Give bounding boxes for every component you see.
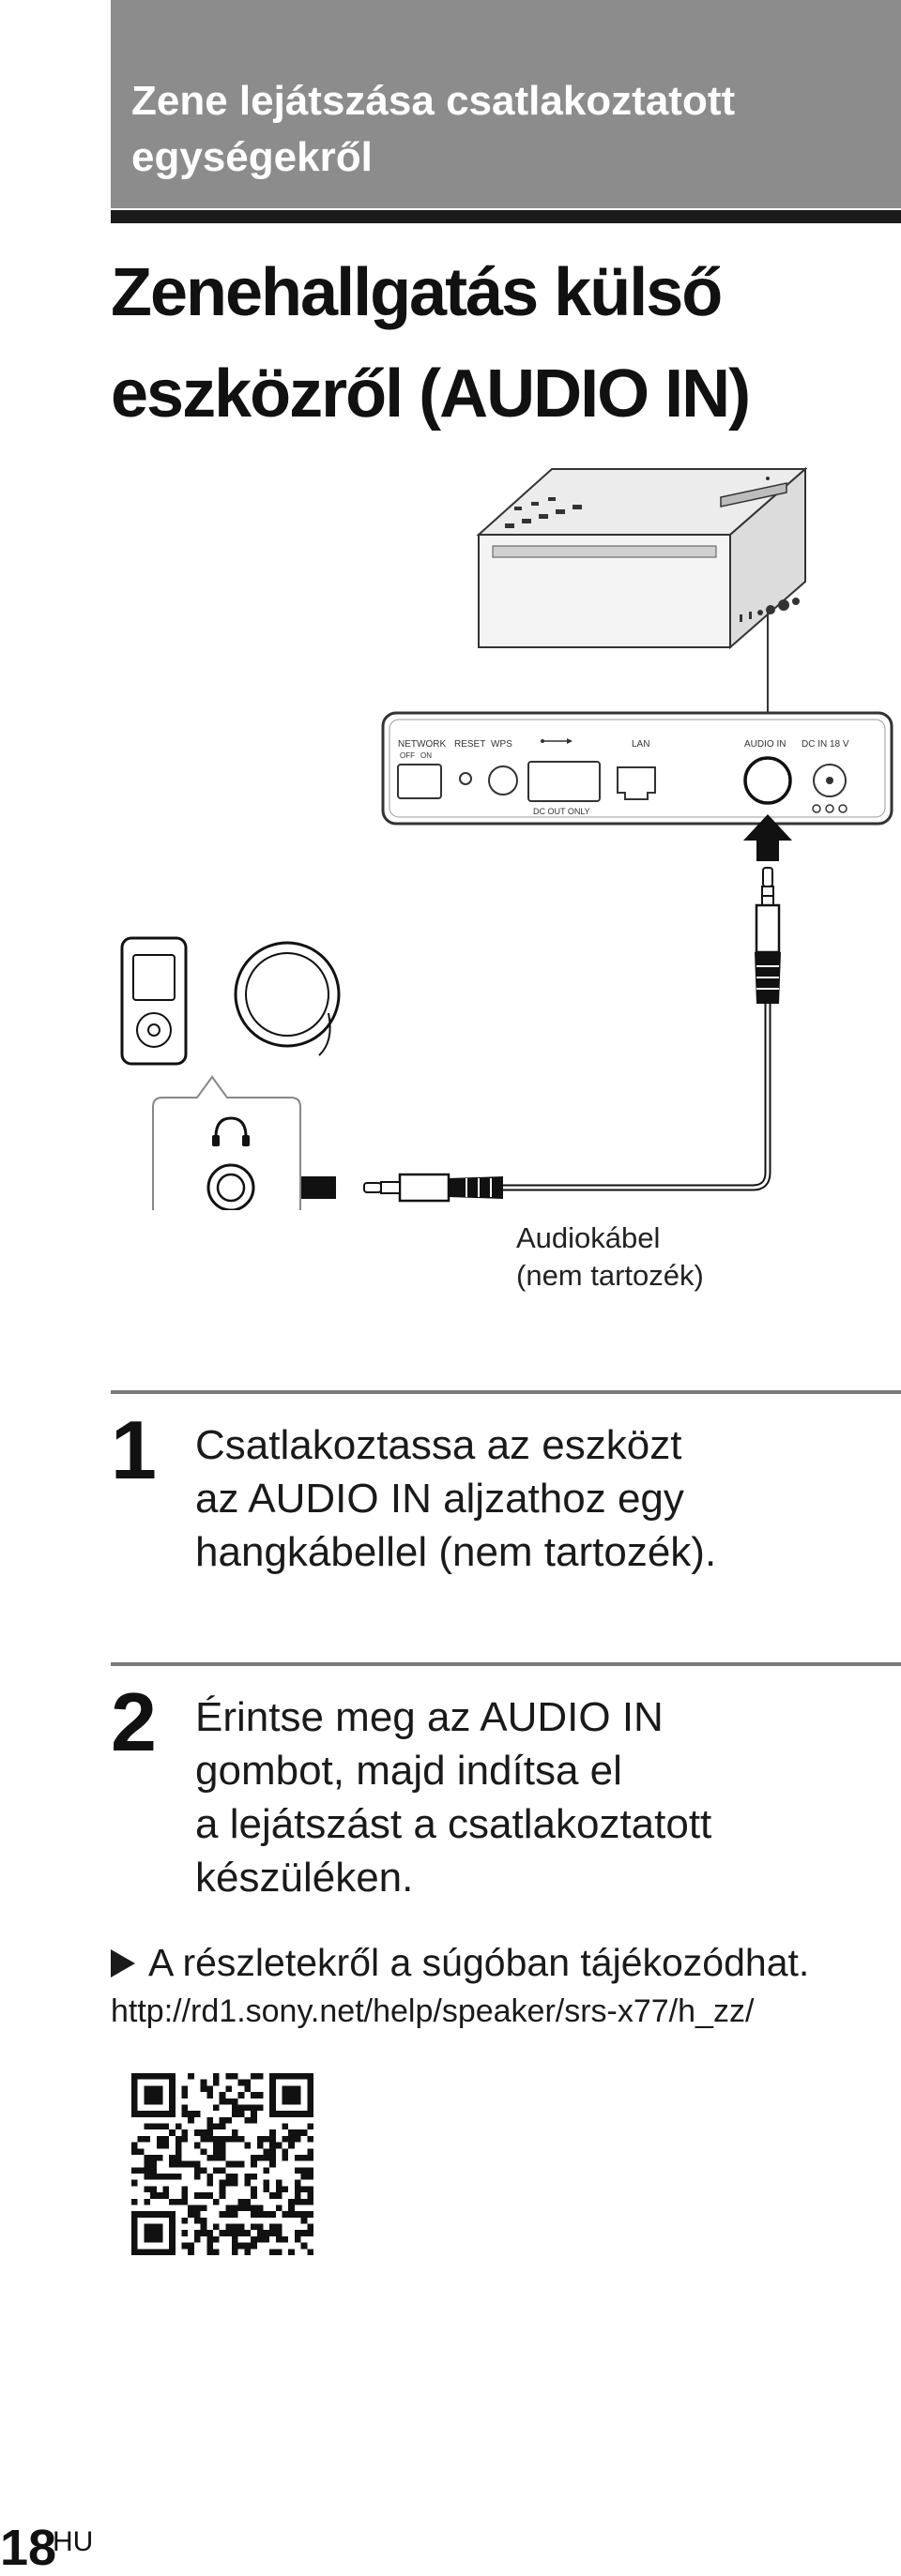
step-2-divider: [111, 1662, 901, 1666]
reset-button: [459, 772, 472, 785]
step-2-text: Érintse meg az AUDIO IN gombot, majd ind…: [195, 1690, 890, 1904]
step-1-line-3: hangkábellel (nem tartozék).: [195, 1529, 717, 1575]
wps-button: [488, 765, 518, 796]
label-dc-in: DC IN 18 V: [802, 739, 849, 750]
label-network: NETWORK: [398, 739, 446, 750]
caption-line-2: (nem tartozék): [516, 1259, 704, 1292]
triangle-right-icon: [111, 1949, 135, 1977]
headphone-jack-callout: [152, 1075, 301, 1210]
label-on: ON: [420, 751, 432, 760]
step-2-line-3: a lejátszást a csatlakoztatott: [195, 1801, 712, 1847]
audio-cable: [503, 1004, 771, 1191]
help-reference-text: A részletekről a súgóban tájékozódhat.: [148, 1941, 810, 1984]
help-reference: A részletekről a súgóban tájékozódhat.: [111, 1938, 809, 1987]
step-1-number: 1: [111, 1403, 157, 1496]
step-2-line-2: gombot, majd indítsa el: [195, 1748, 622, 1794]
label-dc-out-only: DC OUT ONLY: [533, 807, 590, 816]
step-1-line-2: az AUDIO IN aljzathoz egy: [195, 1476, 684, 1522]
page-language: HU: [53, 2526, 94, 2557]
cd-player-icon: [234, 941, 341, 1056]
label-audio-in: AUDIO IN: [744, 739, 786, 750]
section-title-line-2: egységekről: [131, 134, 373, 180]
usb-icon: [541, 738, 573, 744]
qr-code: [131, 2073, 313, 2255]
step-2-number: 2: [111, 1675, 157, 1768]
section-banner: Zene lejátszása csatlakoztatott egységek…: [111, 0, 901, 208]
caption-line-1: Audiokábel: [516, 1221, 661, 1254]
label-reset: RESET: [454, 739, 485, 750]
step-1-line-1: Csatlakoztassa az eszközt: [195, 1422, 682, 1468]
section-title-line-1: Zene lejátszása csatlakoztatott: [131, 78, 736, 124]
insert-arrow-up-icon: [743, 814, 792, 861]
banner-divider: [111, 210, 901, 223]
audio-in-jack: [743, 756, 792, 805]
step-2-line-1: Érintse meg az AUDIO IN: [195, 1694, 664, 1740]
page-title-line-1: Zenehallgatás külső: [111, 255, 723, 330]
help-url[interactable]: http://rd1.sony.net/help/speaker/srs-x77…: [111, 1993, 755, 2029]
step-1-text: Csatlakoztassa az eszközt az AUDIO IN al…: [195, 1418, 890, 1579]
polarity-icon: [812, 804, 848, 813]
lan-port: [617, 766, 656, 800]
page-number: 18: [0, 2520, 57, 2576]
label-lan: LAN: [632, 739, 649, 750]
audio-plug-vertical: [755, 867, 781, 1004]
speaker-icon: [476, 466, 808, 650]
portable-player-icon: [120, 936, 188, 1066]
headphones-icon: [214, 1116, 248, 1138]
audio-plug-horizontal: [363, 1173, 503, 1203]
rear-panel: NETWORK OFF ON RESET WPS DC OUT ONLY LAN…: [381, 711, 893, 826]
step-1-divider: [111, 1390, 901, 1394]
step-2-line-4: készüléken.: [195, 1855, 414, 1901]
label-wps: WPS: [491, 739, 512, 750]
page-title: Zenehallgatás külső eszközről (AUDIO IN): [111, 242, 880, 445]
cable-caption: Audiokábel (nem tartozék): [516, 1220, 704, 1295]
connection-illustration: NETWORK OFF ON RESET WPS DC OUT ONLY LAN…: [120, 466, 893, 1210]
network-switch: [397, 764, 442, 799]
label-off: OFF: [400, 751, 415, 760]
page-title-line-2: eszközről (AUDIO IN): [111, 356, 751, 432]
usb-port: [527, 761, 601, 802]
